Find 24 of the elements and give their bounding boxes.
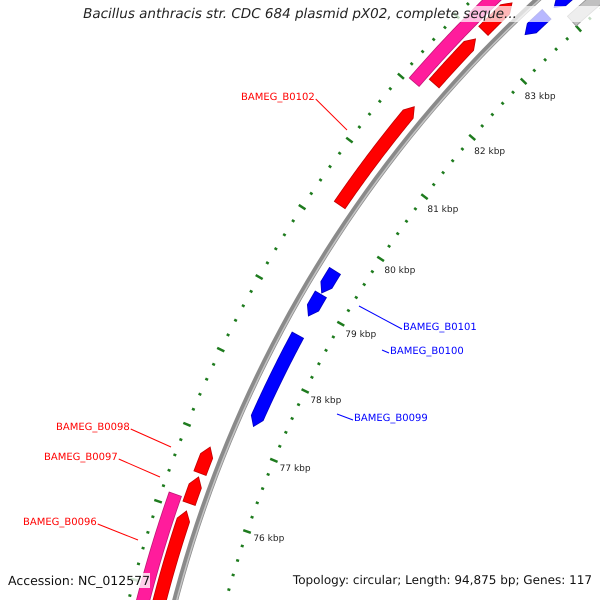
leader-line bbox=[118, 458, 160, 478]
leader-line bbox=[130, 428, 172, 448]
tick-label: 78 kbp bbox=[310, 396, 342, 406]
leader-line bbox=[336, 414, 354, 420]
tick-label: 83 kbp bbox=[524, 92, 556, 103]
tick-label: 77 kbp bbox=[280, 464, 311, 474]
map-summary-text: Topology: circular; Length: 94,875 bp; Genes: 117 bbox=[292, 573, 592, 588]
tick-label: 80 kbp bbox=[384, 266, 416, 277]
leader-line bbox=[97, 524, 138, 540]
tick-label: 81 kbp bbox=[427, 205, 458, 216]
gene-label: BAMEG_B0096 bbox=[23, 517, 97, 529]
gene-label: BAMEG_B0099 bbox=[354, 413, 428, 425]
gene-label: BAMEG_B0101 bbox=[403, 322, 477, 334]
tick-label: 76 kbp bbox=[253, 534, 284, 544]
tick-label: 79 kbp bbox=[345, 330, 376, 341]
gene-label: BAMEG_B0097 bbox=[44, 452, 118, 464]
leader-line bbox=[315, 98, 348, 130]
accession-text: Accession: NC_012577 bbox=[8, 573, 150, 588]
leader-line bbox=[358, 306, 402, 330]
leader-line bbox=[382, 350, 390, 354]
gene-label: BAMEG_B0098 bbox=[56, 422, 130, 434]
gene-label: BAMEG_B0100 bbox=[390, 346, 464, 358]
gene-label: BAMEG_B0102 bbox=[241, 92, 315, 104]
tick-label: 82 kbp bbox=[474, 147, 506, 158]
